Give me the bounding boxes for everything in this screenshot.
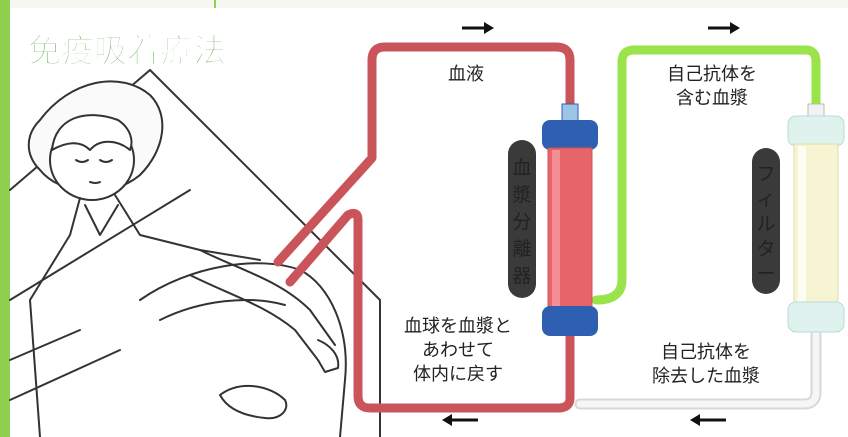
label-return-1: 血球を血漿と xyxy=(404,316,512,337)
label-blood: 血液 xyxy=(448,64,484,85)
label-plasma-antibodies-1: 自己抗体を xyxy=(667,64,757,85)
filter xyxy=(787,103,845,333)
filter-char: ル xyxy=(756,213,775,235)
separator-label: 血 漿 分 離 器 xyxy=(508,140,536,298)
label-return-2: あわせて xyxy=(422,340,494,361)
arrow-right-icon xyxy=(462,22,494,34)
clean-plasma-tube xyxy=(576,321,820,408)
blood-return-tube xyxy=(285,208,575,413)
title: 免疫吸着療法 xyxy=(28,31,226,70)
separator-char: 血 xyxy=(512,157,531,179)
frame-left xyxy=(0,0,10,437)
arrow-right-icon xyxy=(708,22,740,34)
blood-out-tube xyxy=(273,42,575,267)
label-plasma-removed-1: 自己抗体を xyxy=(661,342,751,363)
filter-label: フ ィ ル タ ー xyxy=(752,148,780,294)
label-plasma-antibodies-2: 含む血漿 xyxy=(676,88,748,109)
plasma-antibody-tube xyxy=(591,45,821,305)
plasma-separator xyxy=(542,103,598,336)
label-plasma-removed-2: 除去した血漿 xyxy=(652,366,760,387)
tubing xyxy=(273,42,822,413)
arrow-left-icon xyxy=(690,414,726,426)
separator-char: 漿 xyxy=(512,184,531,206)
patient-illustration xyxy=(9,69,381,437)
filter-top-cap xyxy=(787,115,845,147)
label-return-3: 体内に戻す xyxy=(413,364,503,385)
filter-bottom-cap xyxy=(787,301,845,333)
separator-char: 分 xyxy=(512,211,531,233)
filter-char: フ xyxy=(756,163,775,185)
filter-char: タ xyxy=(756,238,775,260)
filter-char: ー xyxy=(756,263,775,285)
separator-char: 器 xyxy=(512,265,531,287)
filter-char: ィ xyxy=(756,188,775,210)
frame-top xyxy=(10,0,848,8)
separator-bottom-cap xyxy=(542,306,598,336)
separator-char: 離 xyxy=(512,238,531,260)
arrow-left-icon xyxy=(442,414,478,426)
separator-top-cap xyxy=(542,120,598,150)
